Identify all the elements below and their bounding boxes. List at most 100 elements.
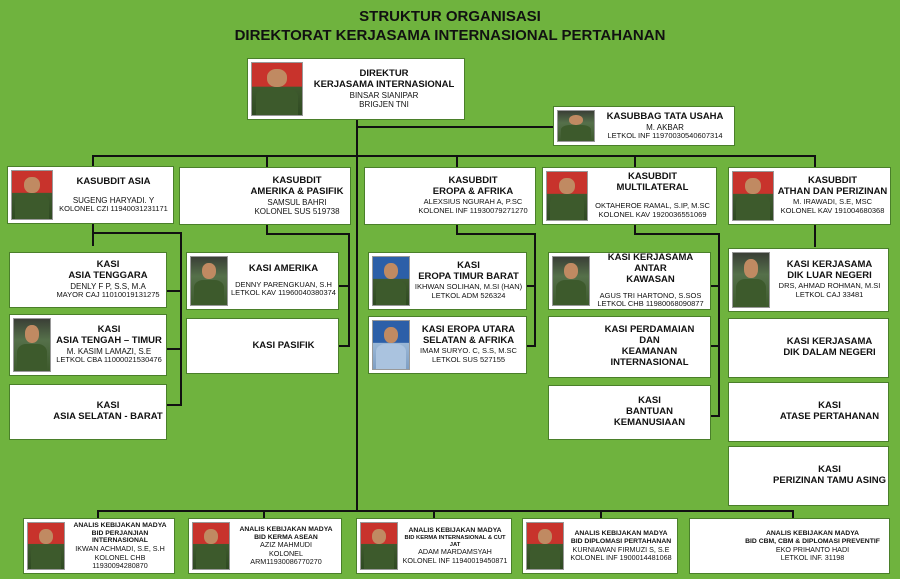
portrait-photo <box>732 252 770 308</box>
position-unit: ATHAN DAN PERIZINAN <box>777 186 888 198</box>
connector <box>433 510 435 520</box>
position-title: KASI EROPA UTARA <box>421 324 516 336</box>
officer-name: SUGENG HARYADI. Y <box>72 195 155 205</box>
position-unit: BID DIPLOMASI PERTAHANAN <box>570 537 672 545</box>
connector <box>348 233 350 347</box>
officer-name: ALEXSIUS NGURAH A, P.SC <box>423 197 523 207</box>
connector <box>814 225 816 247</box>
kasi-amerika-box: KASI AMERIKA DENNY PARENGKUAN, S.H LETKO… <box>186 252 339 310</box>
connector <box>166 348 182 350</box>
position-unit: EROPA TIMUR BARAT <box>418 271 519 283</box>
officer-name: ADAM MARDAMSYAH <box>418 547 492 557</box>
position-title: KASUBDIT <box>448 175 498 187</box>
position-unit: KERJASAMA INTERNASIONAL <box>313 78 455 90</box>
position-title: KASI AMERIKA <box>248 262 319 274</box>
position-title: KASI KERJASAMA <box>786 336 873 348</box>
portrait-photo <box>11 170 53 220</box>
officer-name: M. KASIM LAMAZI, S.E <box>66 347 152 357</box>
officer-name: EKO PRIHANTO HADI <box>775 544 850 554</box>
kasi-antar-kawasan-box: KASI KERJASAMA ANTAR KAWASAN AGUS TRI HA… <box>548 252 711 310</box>
position-unit: BID PERJANJIAN INTERNASIONAL <box>91 529 149 545</box>
position-title: KASUBDIT MULTILATERAL <box>616 171 689 194</box>
portrait-photo <box>732 171 774 221</box>
position-unit: PERIZINAN TAMU ASING <box>773 475 886 486</box>
officer-rank: KOLONEL CZI 11940031231171 <box>59 203 168 213</box>
kasi-dik-dalam-box: KASI KERJASAMA DIK DALAM NEGERI <box>728 318 889 378</box>
kasubdit-asia-box: KASUBDIT ASIA SUGENG HARYADI. Y KOLONEL … <box>7 166 174 224</box>
kasi-bantuan-box: KASI BANTUAN KEMANUSIAAN <box>548 385 711 440</box>
officer-rank: KOLONEL INF 11930079271270 <box>418 205 528 215</box>
portrait-photo <box>192 522 230 570</box>
officer-name: KURNIAWAN FIRMUZI S, S.E <box>572 544 670 554</box>
connector <box>710 285 720 287</box>
connector <box>456 225 458 235</box>
connector <box>180 232 182 406</box>
officer-rank: LETKOL INF 11970030540607314 <box>607 130 723 140</box>
portrait-photo <box>13 318 51 372</box>
position-unit: ASIA TENGAH – TIMUR <box>56 335 162 347</box>
kasubdit-eropa-box: KASUBDIT EROPA & AFRIKA ALEXSIUS NGURAH … <box>364 167 536 225</box>
position-title: KASI <box>96 259 120 271</box>
portrait-photo <box>372 320 410 370</box>
connector <box>266 225 268 235</box>
kasubdit-athan-box: KASUBDIT ATHAN DAN PERIZINAN M. IRAWADI,… <box>728 167 891 225</box>
position-unit: EROPA & AFRIKA <box>432 186 514 198</box>
kasi-eropa-timur-box: KASI EROPA TIMUR BARAT IKHWAN SOLIHAN, M… <box>368 252 527 310</box>
position-title: ANALIS KEBIJAKAN MADYA <box>408 527 502 535</box>
position-unit: ASIA TENGGARA <box>68 270 148 282</box>
position-unit: INTERNASIONAL <box>610 356 689 368</box>
kasubdit-multilateral-box: KASUBDIT MULTILATERAL OKTAHEROE RAMAL, S… <box>542 167 717 225</box>
position-title: KASUBDIT <box>272 174 322 186</box>
officer-name: AZIZ MAHMUDI <box>260 540 312 550</box>
officer-rank: KOLONEL KAV 191004680368 <box>780 205 885 215</box>
officer-rank: LETKOL KAV 11960040380374 <box>231 288 336 298</box>
position-title: KASI <box>457 260 480 272</box>
officer-rank: LETKOL INF. 31198 <box>780 552 845 562</box>
kasi-pasifik-box: KASI PASIFIK <box>186 318 339 374</box>
kasi-perdamaian-box: KASI PERDAMAIAN DAN KEAMANAN INTERNASION… <box>548 316 711 378</box>
connector <box>266 155 268 167</box>
kasi-atase-box: KASI ATASE PERTAHANAN <box>728 382 889 442</box>
portrait-photo <box>526 522 564 570</box>
position-unit: BID KERMA ASEAN <box>254 533 318 541</box>
officer-name: DRS, AHMAD ROHMAN, M.SI <box>778 281 881 291</box>
connector <box>634 233 720 235</box>
connector <box>92 155 94 167</box>
position-unit: BANTUAN KEMANUSIAAN <box>613 406 686 428</box>
officer-name: M. IRAWADI, S.E, MSC <box>792 197 873 207</box>
kasubbag-box: KASUBBAG TATA USAHA M. AKBAR LETKOL INF … <box>553 106 735 146</box>
position-title: ANALIS KEBIJAKAN MADYA <box>765 529 860 537</box>
kasi-eropa-utara-box: KASI EROPA UTARA SELATAN & AFRIKA IMAM S… <box>368 316 527 374</box>
connector <box>634 155 636 167</box>
position-unit: ATASE PERTAHANAN <box>779 411 880 422</box>
chart-title-line-1: STRUKTUR ORGANISASI <box>359 8 541 25</box>
position-unit: BID KERMA INTERNASIONAL & CUT JAT <box>404 534 506 548</box>
kasi-perizinan-box: KASI PERIZINAN TAMU ASING <box>728 446 889 506</box>
portrait-photo <box>557 110 595 142</box>
officer-name: SAMSUL BAHRI <box>267 197 327 207</box>
position-title: ANALIS KEBIJAKAN MADYA <box>73 521 167 529</box>
position-unit: KAWASAN <box>626 273 675 285</box>
portrait-photo <box>552 256 590 306</box>
connector <box>338 345 350 347</box>
officer-name: BINSAR SIANIPAR <box>349 90 419 100</box>
officer-rank: KOLONEL INF 1900014481068 <box>570 552 672 562</box>
position-unit: SELATAN & AFRIKA <box>422 335 515 347</box>
position-title: KASI <box>818 464 841 476</box>
kasi-asia-selatan-box: KASI ASIA SELATAN - BARAT <box>9 384 167 440</box>
position-title: DIREKTUR <box>359 67 409 79</box>
officer-name: M. AKBAR <box>646 122 684 132</box>
position-unit: ASIA SELATAN - BARAT <box>53 411 163 422</box>
officer-rank: LETKOL CAJ 33481 <box>795 289 864 299</box>
kasi-asia-tenggara-box: KASI ASIA TENGGARA DENLY F P, S.S, M.A M… <box>9 252 167 308</box>
officer-name: IKWAN ACHMADI, S.E, S.H <box>75 544 165 554</box>
position-title: KASUBDIT ASIA <box>76 175 151 187</box>
direktur-box: DIREKTUR KERJASAMA INTERNASIONAL BINSAR … <box>247 58 465 120</box>
connector <box>92 224 94 246</box>
connector <box>356 120 358 512</box>
officer-rank: KOLONEL CHB 11930094280870 <box>92 552 148 570</box>
connector <box>166 290 182 292</box>
officer-rank: MAYOR CAJ 11010019131275 <box>56 290 160 300</box>
connector <box>526 285 536 287</box>
position-title: KASI <box>97 324 121 336</box>
